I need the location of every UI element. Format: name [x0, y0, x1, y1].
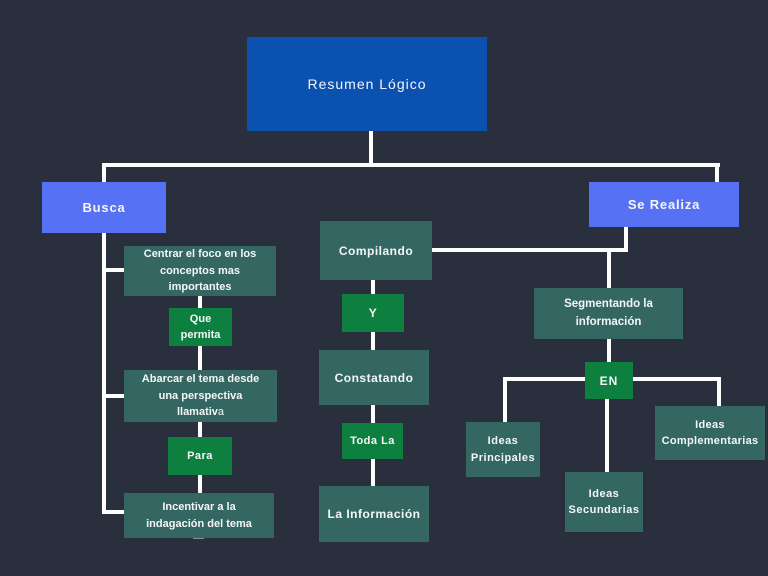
node-label-line: Ideas — [695, 418, 725, 431]
node-constatando[interactable]: Constatando — [319, 350, 429, 405]
connector-en-right — [633, 377, 721, 381]
node-resumen-logico[interactable]: Resumen Lógico — [247, 37, 487, 131]
node-label: Busca — [82, 200, 126, 215]
node-label-line: Secundarias — [568, 504, 640, 516]
node-incentivar[interactable]: Incentivar a la indagación del tema — [124, 493, 274, 538]
node-label-line: Que — [189, 312, 212, 325]
node-label: EN — [599, 373, 619, 388]
node-label: Compilando — [338, 243, 414, 258]
connector-to-segmentando — [607, 248, 611, 288]
node-label: Toda La — [350, 435, 395, 447]
node-label-line: importantes — [168, 281, 232, 294]
node-que-permita[interactable]: Que permita — [169, 308, 232, 346]
connector-para-to-incentivar — [198, 475, 202, 493]
connector-abarcar-to-para — [198, 422, 202, 437]
node-busca[interactable]: Busca — [42, 182, 166, 233]
node-label-line: permita — [180, 329, 221, 341]
connector-compilando-to-se-realiza — [432, 248, 628, 252]
connector-toda-la-to-la-informacion — [371, 459, 375, 486]
node-ideas-secundarias[interactable]: Ideas Secundarias — [565, 472, 643, 532]
node-para[interactable]: Para — [168, 437, 232, 475]
node-label: Y — [368, 306, 378, 320]
node-label: La Información — [327, 507, 421, 521]
node-label-line: una perspectiva — [158, 389, 243, 402]
connector-main-horizontal — [102, 163, 720, 167]
node-label-line: llamativa — [176, 406, 225, 419]
node-label: Se Realiza — [627, 197, 701, 212]
connector-en-left — [505, 377, 585, 381]
connector-segmentando-to-en — [607, 339, 611, 362]
node-label-line: Ideas — [588, 487, 620, 500]
node-y[interactable]: Y — [342, 294, 404, 332]
node-label: Resumen Lógico — [307, 76, 427, 92]
node-ideas-principales[interactable]: Ideas Principales — [466, 422, 540, 477]
connector-root-to-main — [369, 131, 373, 167]
node-label-line: Ideas — [487, 435, 519, 447]
stray-mark — [193, 537, 204, 539]
node-label-line: Segmentando la — [564, 298, 653, 311]
connector-en-to-ideas-secundarias — [605, 399, 609, 472]
connector-trunk-to-incentivar — [102, 510, 124, 514]
node-label-line: Centrar el foco en los — [143, 248, 257, 261]
node-label-line: conceptos mas — [159, 264, 241, 277]
connector-busca-trunk — [102, 233, 106, 514]
connector-trunk-to-centrar — [102, 268, 124, 272]
node-label-line: información — [575, 315, 642, 328]
node-label-line: Incentivar a la — [162, 501, 236, 513]
connector-compilando-to-y — [371, 280, 375, 294]
node-ideas-complementarias[interactable]: Ideas Complementarias — [655, 406, 765, 460]
node-label-line: Complementarias — [661, 435, 759, 447]
node-label: Constatando — [334, 370, 414, 385]
connector-centrar-to-que-permita — [198, 294, 202, 309]
node-la-informacion[interactable]: La Información — [319, 486, 429, 542]
node-en[interactable]: EN — [585, 362, 633, 399]
node-compilando[interactable]: Compilando — [320, 221, 432, 280]
node-label: Para — [187, 450, 213, 462]
connector-to-ideas-complementarias — [717, 377, 721, 406]
node-label-line: indagación del tema — [146, 517, 252, 530]
connector-y-to-constatando — [371, 332, 375, 350]
connector-que-permita-to-abarcar — [198, 346, 202, 370]
connector-to-ideas-principales — [503, 377, 507, 422]
node-centrar-el-foco[interactable]: Centrar el foco en los conceptos mas imp… — [124, 246, 276, 296]
node-label-line: Abarcar el tema desde — [141, 373, 260, 386]
node-toda-la[interactable]: Toda La — [342, 423, 403, 459]
node-label-line: Principales — [470, 451, 536, 464]
connector-trunk-to-abarcar — [102, 394, 124, 398]
node-segmentando[interactable]: Segmentando la información — [534, 288, 683, 339]
node-se-realiza[interactable]: Se Realiza — [589, 182, 739, 227]
connector-main-to-busca — [102, 163, 106, 182]
node-abarcar-el-tema[interactable]: Abarcar el tema desde una perspectiva ll… — [124, 370, 277, 422]
connector-constatando-to-toda-la — [371, 405, 375, 423]
connector-se-realiza-down — [624, 227, 628, 252]
connector-main-to-se-realiza — [715, 163, 719, 182]
